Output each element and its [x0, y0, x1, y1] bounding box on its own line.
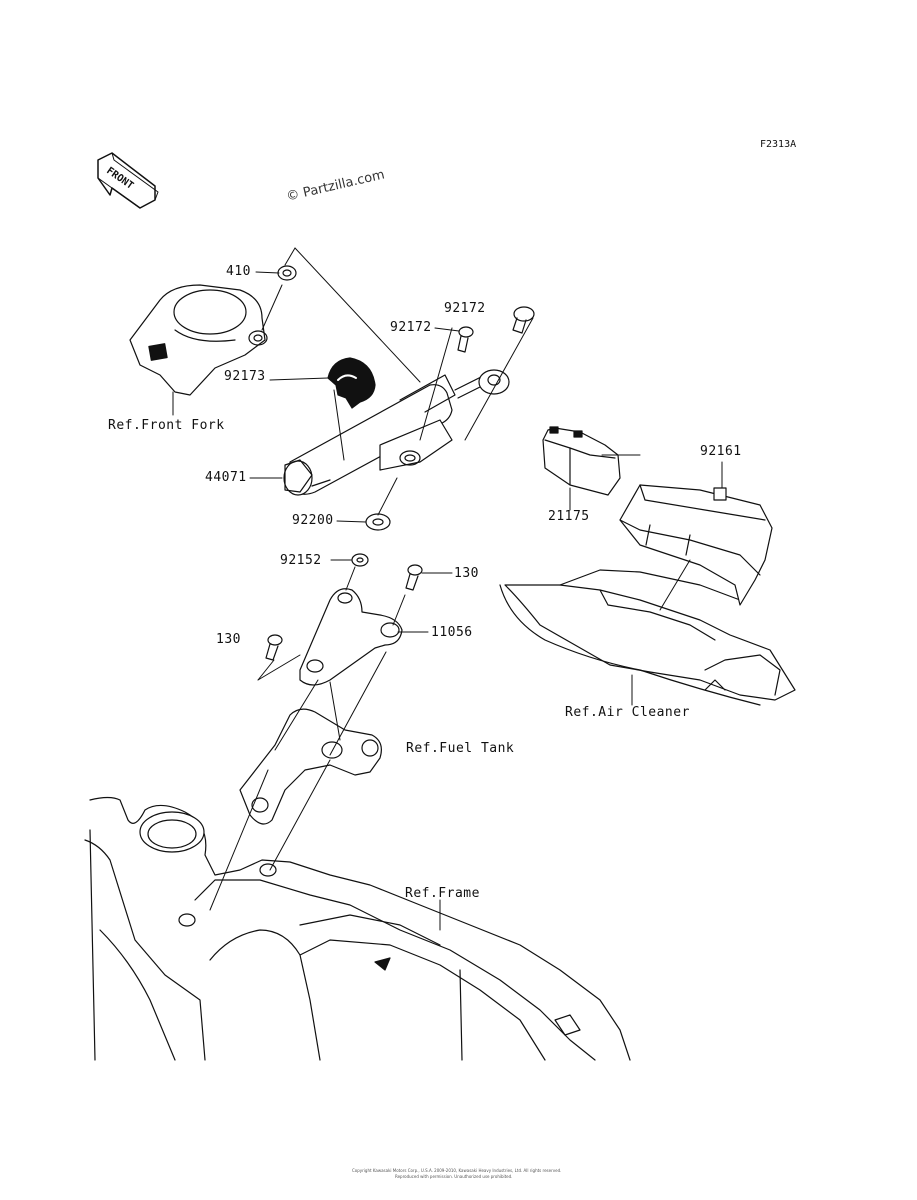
washer-92200-icon — [365, 513, 391, 531]
bracket-11056-icon — [299, 588, 403, 686]
front-arrow-icon — [97, 152, 159, 209]
air-cleaner-icon — [499, 569, 796, 706]
steering-damper-44071-icon — [283, 369, 510, 496]
bolt-130-icon — [265, 564, 423, 661]
figure-code: F2313A — [760, 139, 797, 150]
part-label-11056[interactable]: 11056 — [431, 625, 473, 640]
ref-air-cleaner: Ref.Air Cleaner — [565, 705, 690, 720]
part-label-92172-upper[interactable]: 92172 — [444, 301, 486, 316]
footer-copyright-line1: Copyright Kawasaki Motors Corp., U.S.A. … — [352, 1168, 562, 1173]
bolt-92172-icon — [457, 306, 535, 353]
part-label-130-right[interactable]: 130 — [454, 566, 479, 581]
washer-410-icon — [277, 265, 297, 281]
part-label-92152[interactable]: 92152 — [280, 553, 322, 568]
part-label-92173[interactable]: 92173 — [224, 369, 266, 384]
part-label-410[interactable]: 410 — [226, 264, 251, 279]
rubber-92173-icon — [327, 357, 376, 409]
lower-clamp-icon — [239, 708, 382, 825]
ref-fuel-tank: Ref.Fuel Tank — [406, 741, 515, 756]
part-label-92200[interactable]: 92200 — [292, 513, 334, 528]
part-label-44071[interactable]: 44071 — [205, 470, 247, 485]
ref-frame: Ref.Frame — [405, 886, 480, 901]
front-fork-clamp-icon — [129, 284, 268, 396]
part-label-21175[interactable]: 21175 — [548, 509, 590, 524]
part-label-130-left[interactable]: 130 — [216, 632, 241, 647]
sensor-21175-icon — [542, 426, 621, 496]
part-label-92172-lower[interactable]: 92172 — [390, 320, 432, 335]
ref-front-fork: Ref.Front Fork — [108, 418, 225, 433]
footer-copyright-line2: Reproduced with permission. Unauthorized… — [395, 1174, 513, 1179]
frame-icon — [84, 796, 631, 1061]
part-label-92161[interactable]: 92161 — [700, 444, 742, 459]
cover-92161-icon — [619, 484, 773, 606]
leader-lines — [172, 247, 723, 931]
washer-92152-icon — [351, 553, 369, 567]
